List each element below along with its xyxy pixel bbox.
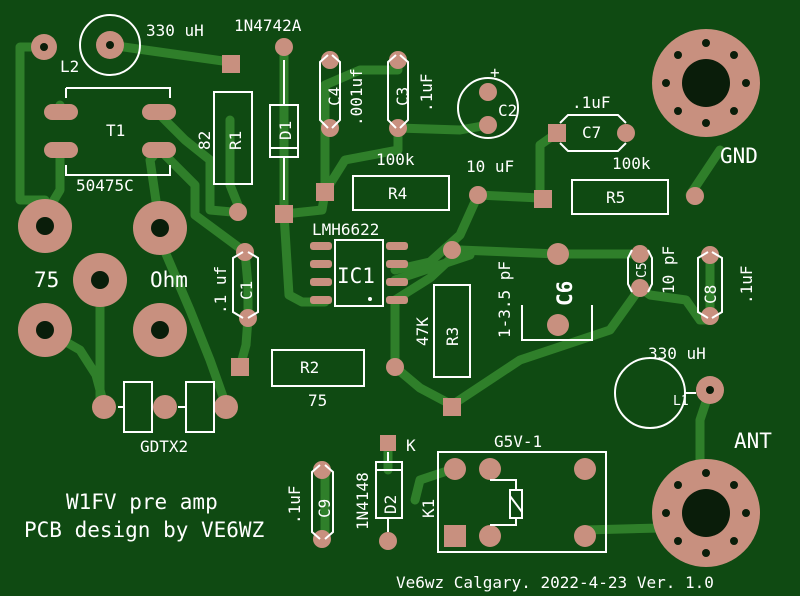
r4-value: 100k bbox=[376, 150, 415, 169]
c1-value: .1 uf bbox=[211, 266, 230, 314]
title-line-1: W1FV pre amp bbox=[66, 490, 218, 514]
r1-pad-top bbox=[222, 55, 240, 73]
c2-plus: + bbox=[490, 63, 500, 82]
l2-outline bbox=[79, 14, 141, 76]
r1-pad-bottom bbox=[229, 203, 247, 221]
t1-outline bbox=[65, 87, 171, 176]
l1-outline bbox=[614, 357, 686, 429]
k-mark: K bbox=[406, 436, 416, 455]
c3-value: .1uF bbox=[417, 73, 436, 112]
gdt-outline-2 bbox=[185, 381, 215, 433]
c7-ref: C7 bbox=[582, 123, 601, 142]
c3-ref: C3 bbox=[393, 87, 412, 106]
silkscreen-text: 330 uH 1N4742A L2 T1 82 R1 D1 C4 .001uf … bbox=[24, 16, 772, 592]
r3-outline bbox=[433, 284, 471, 378]
r5-value: 100k bbox=[612, 154, 651, 173]
r4-outline bbox=[352, 175, 450, 211]
ant-label: ANT bbox=[734, 429, 772, 453]
gdt-part: GDTX2 bbox=[140, 437, 188, 456]
r1-value: 82 bbox=[195, 131, 214, 150]
r5-ref: R5 bbox=[606, 188, 625, 207]
d2-ref: D2 bbox=[381, 495, 400, 514]
ohm-word: Ohm bbox=[150, 268, 188, 292]
ic1-outline bbox=[334, 239, 384, 307]
ohm-75: 75 bbox=[34, 268, 59, 292]
c6-ref: C6 bbox=[553, 281, 577, 306]
copper-pads bbox=[18, 29, 760, 567]
gnd-label: GND bbox=[720, 144, 758, 168]
r3-value: 47K bbox=[413, 317, 432, 346]
c8-value: .1uF bbox=[737, 265, 756, 304]
silkscreen-outlines bbox=[65, 14, 723, 553]
ic1-ref: IC1 bbox=[337, 264, 375, 288]
l2-value: 330 uH bbox=[146, 21, 204, 40]
r1-ref: R1 bbox=[226, 131, 245, 150]
c9-ref: C9 bbox=[315, 499, 334, 518]
l1-value: 330 uH bbox=[648, 344, 706, 363]
c8-outline bbox=[697, 251, 723, 319]
d1-pad-top bbox=[275, 38, 293, 56]
c8-ref: C8 bbox=[701, 285, 720, 304]
d1-pad-bottom bbox=[275, 205, 293, 223]
c2-outline bbox=[457, 77, 519, 139]
l1-ref: L1 bbox=[673, 394, 689, 409]
ic1-part: LMH6622 bbox=[312, 220, 379, 239]
c4-value: .001uf bbox=[347, 68, 366, 126]
relay-part: G5V-1 bbox=[494, 432, 542, 451]
gdt-outline-1 bbox=[123, 381, 153, 433]
c2-value: 10 uF bbox=[466, 157, 514, 176]
c7-value: .1uF bbox=[572, 93, 611, 112]
c5-outline bbox=[627, 249, 653, 293]
k1-outline bbox=[437, 451, 607, 553]
c6-range: 1-3.5 pF bbox=[495, 261, 514, 338]
c9-value: .1uF bbox=[285, 485, 304, 524]
c5-value: 10 pF bbox=[659, 246, 678, 294]
c1-ref: C1 bbox=[237, 281, 256, 300]
footer-text: Ve6wz Calgary. 2022-4-23 Ver. 1.0 bbox=[396, 573, 714, 592]
c6-outline bbox=[521, 305, 593, 341]
r1-outline bbox=[213, 91, 253, 185]
r3-ref: R3 bbox=[443, 327, 462, 346]
l2-ref: L2 bbox=[60, 57, 79, 76]
r4-ref: R4 bbox=[388, 184, 407, 203]
c7-outline bbox=[559, 114, 627, 152]
r2-value: 75 bbox=[308, 391, 327, 410]
k1-ref: K1 bbox=[419, 499, 438, 518]
d1-part: 1N4742A bbox=[234, 16, 302, 35]
c3-outline bbox=[387, 54, 409, 129]
t1-ref: T1 bbox=[106, 121, 125, 140]
c9-outline bbox=[311, 464, 334, 540]
d1-ref: D1 bbox=[276, 121, 295, 140]
r5-outline bbox=[571, 179, 669, 215]
c4-ref: C4 bbox=[325, 87, 344, 106]
r2-ref: R2 bbox=[300, 358, 319, 377]
t1-part: 50475C bbox=[76, 176, 134, 195]
c1-outline bbox=[232, 251, 259, 319]
copper-traces bbox=[15, 40, 725, 545]
r2-outline bbox=[271, 349, 365, 387]
title-line-2: PCB design by VE6WZ bbox=[24, 518, 264, 542]
d2-part: 1N4148 bbox=[353, 472, 372, 530]
c2-ref: C2 bbox=[498, 101, 517, 120]
c4-outline bbox=[319, 54, 341, 129]
c5-ref: C5 bbox=[635, 262, 650, 278]
